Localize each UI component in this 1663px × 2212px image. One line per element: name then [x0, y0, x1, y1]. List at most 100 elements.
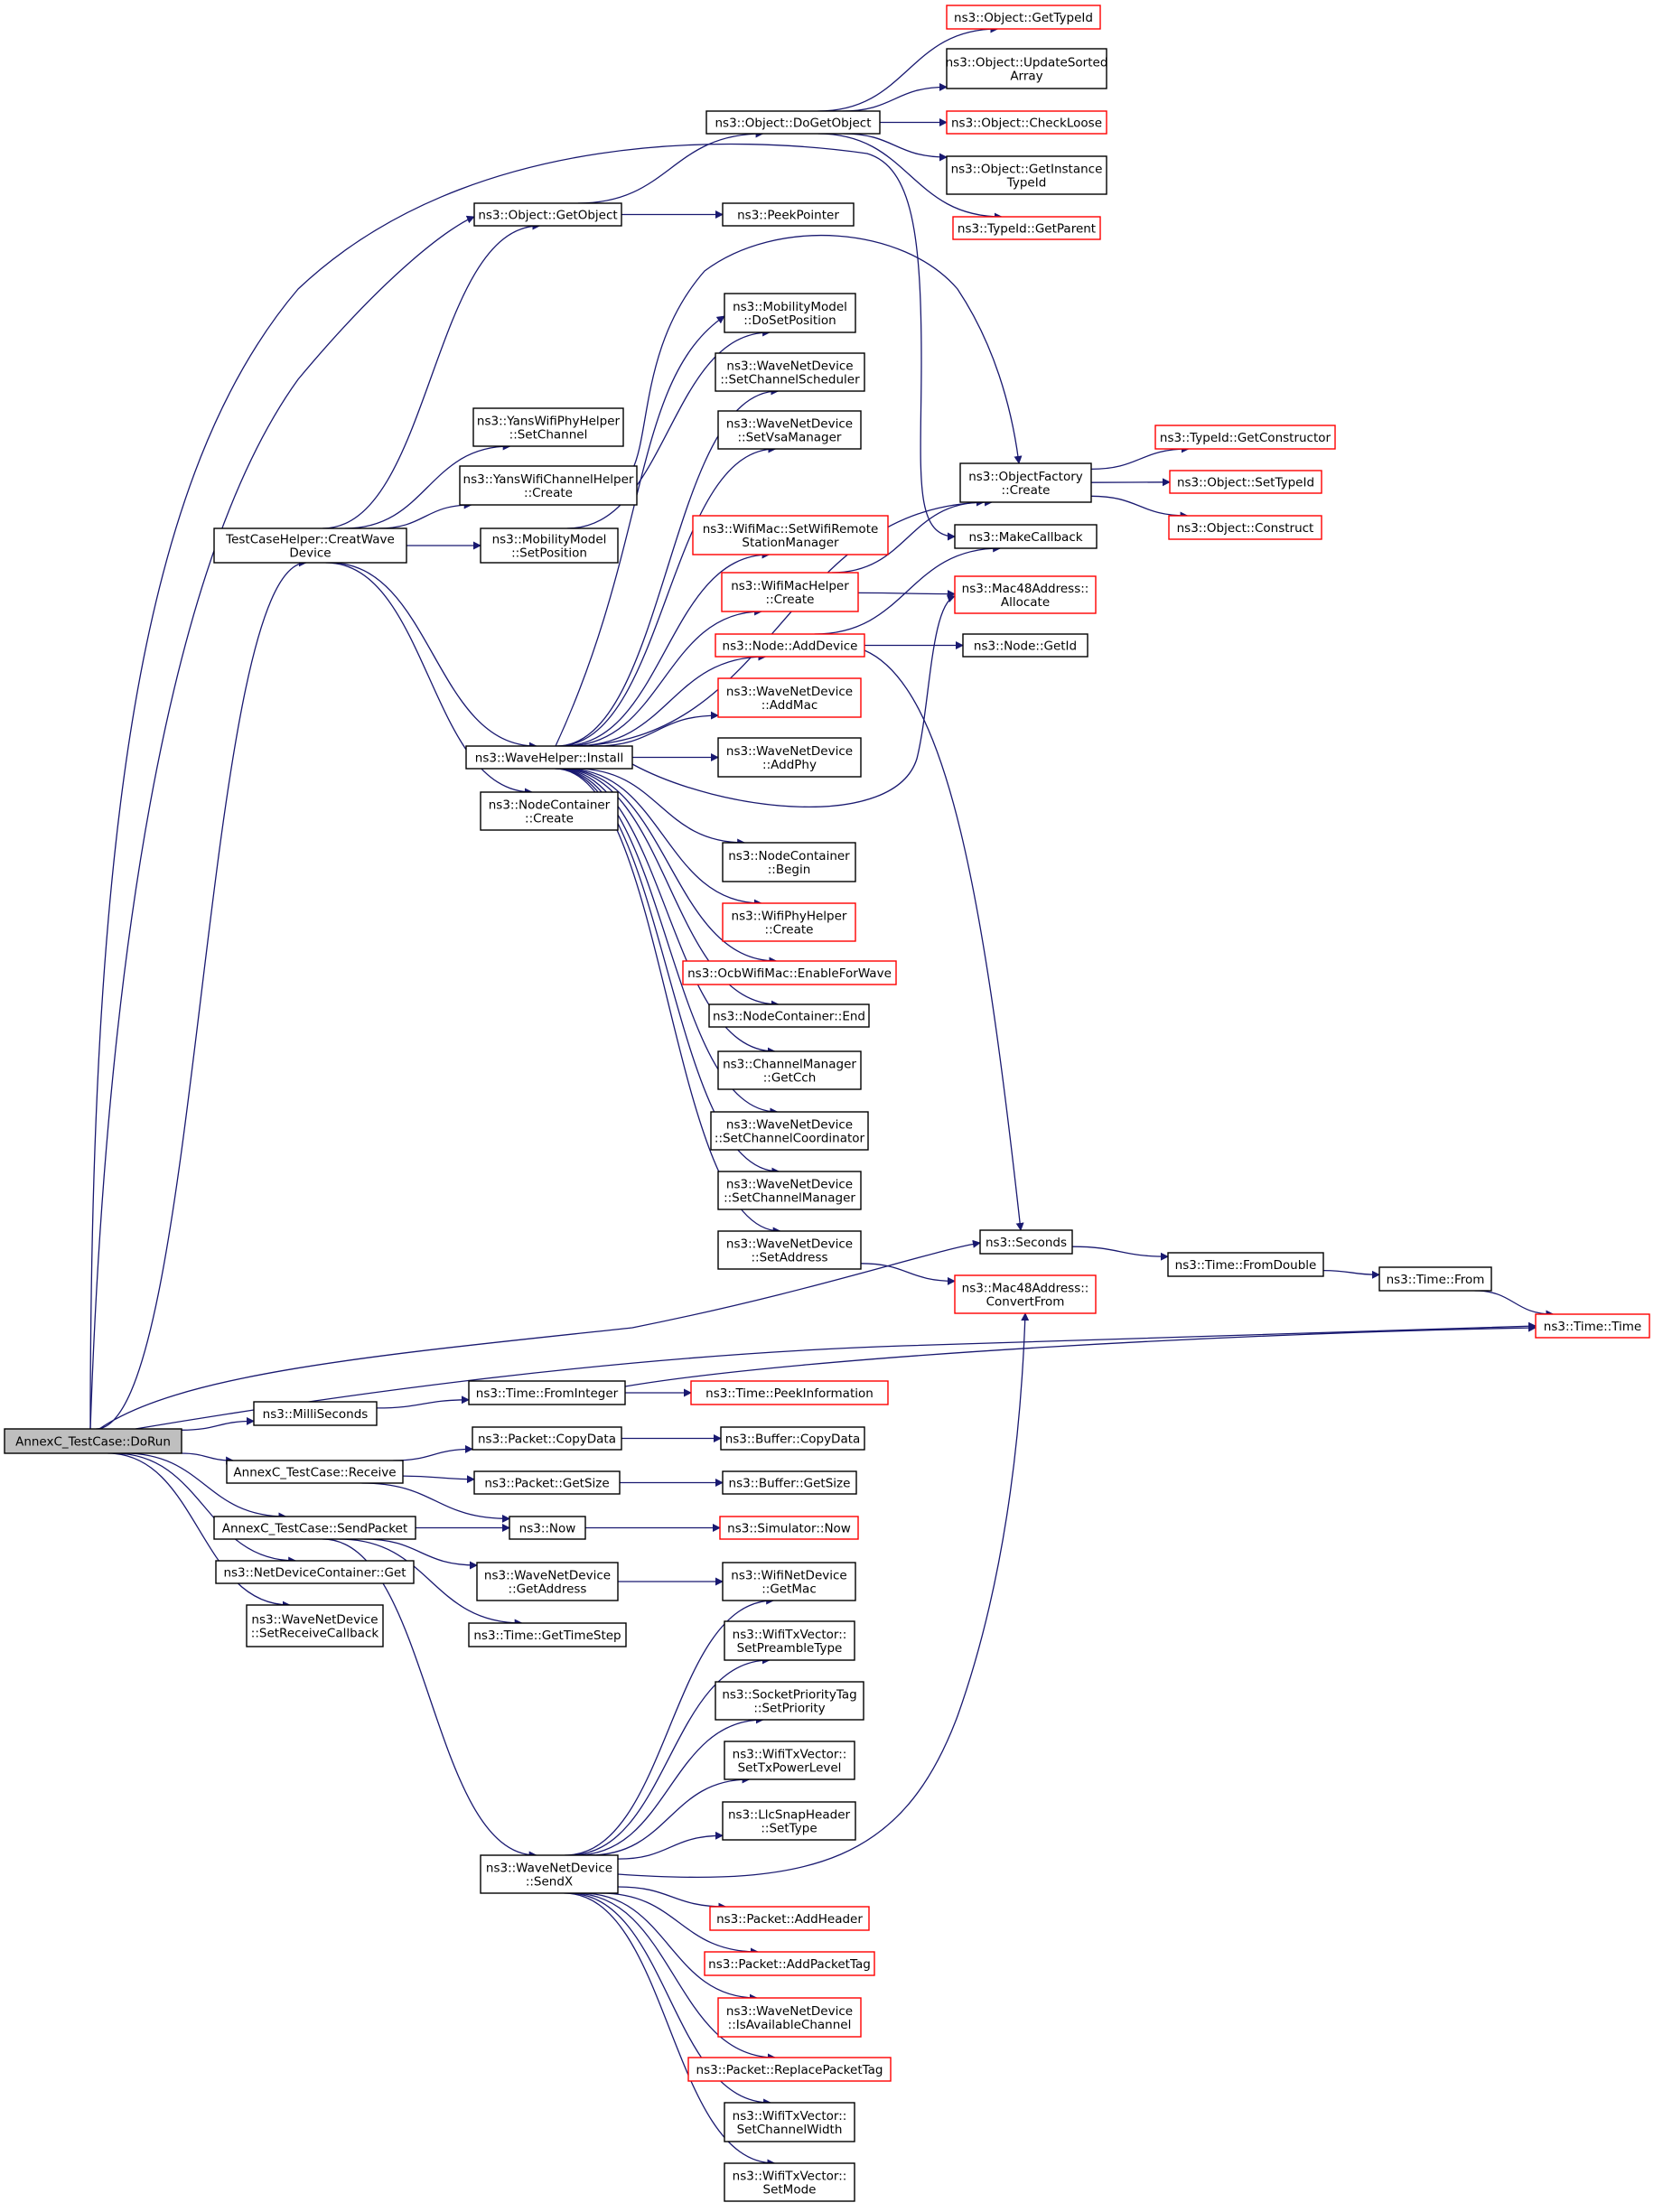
node-now[interactable]: ns3::Now — [509, 1516, 586, 1540]
node-set-receive-callback[interactable]: ns3::WaveNetDevice::SetReceiveCallback — [246, 1604, 384, 1647]
node-object-construct[interactable]: ns3::Object::Construct — [1168, 515, 1322, 540]
node-set-channel-scheduler[interactable]: ns3::WaveNetDevice::SetChannelScheduler — [715, 352, 865, 392]
node-label-line: ns3::Object::GetTypeId — [954, 11, 1093, 25]
node-packet-copy-data[interactable]: ns3::Packet::CopyData — [472, 1426, 622, 1451]
node-buffer-copy-data[interactable]: ns3::Buffer::CopyData — [720, 1426, 865, 1451]
node-wifi-mac-helper-create[interactable]: ns3::WifiMacHelper::Create — [721, 572, 859, 612]
node-do-run[interactable]: AnnexC_TestCase::DoRun — [4, 1428, 182, 1454]
node-label-line: SetChannelWidth — [737, 2123, 843, 2137]
node-box — [717, 677, 862, 718]
node-set-mode[interactable]: ns3::WifiTxVector::SetMode — [724, 2162, 855, 2202]
node-net-device-container-get[interactable]: ns3::NetDeviceContainer::Get — [215, 1560, 415, 1584]
node-box — [959, 462, 1092, 503]
node-add-phy[interactable]: ns3::WaveNetDevice::AddPhy — [717, 737, 862, 778]
node-get-object[interactable]: ns3::Object::GetObject — [473, 202, 622, 227]
node-receive[interactable]: AnnexC_TestCase::Receive — [226, 1460, 404, 1484]
node-node-container-end[interactable]: ns3::NodeContainer::End — [708, 1003, 870, 1028]
node-node-container-create[interactable]: ns3::NodeContainer::Create — [480, 791, 619, 831]
node-box — [722, 842, 856, 882]
node-object-factory-create[interactable]: ns3::ObjectFactory::Create — [959, 462, 1092, 503]
node-peek-information[interactable]: ns3::Time::PeekInformation — [690, 1380, 889, 1405]
node-set-type-id[interactable]: ns3::Object::SetTypeId — [1169, 470, 1322, 494]
node-box — [1535, 1313, 1650, 1339]
node-time-time[interactable]: ns3::Time::Time — [1535, 1313, 1650, 1339]
node-type-id-get-parent[interactable]: ns3::TypeId::GetParent — [952, 216, 1101, 240]
call-edge-objectFactoryCreate-to-objectConstruct — [1090, 495, 1189, 520]
call-edge-receive-to-packetGetSize — [402, 1475, 475, 1484]
node-wifi-get-mac[interactable]: ns3::WifiNetDevice::GetMac — [722, 1562, 856, 1601]
node-add-mac[interactable]: ns3::WaveNetDevice::AddMac — [717, 677, 862, 718]
node-enable-for-wave[interactable]: ns3::OcbWifiMac::EnableForWave — [682, 960, 897, 985]
node-milli-seconds[interactable]: ns3::MilliSeconds — [253, 1401, 378, 1426]
node-make-callback[interactable]: ns3::MakeCallback — [954, 524, 1098, 549]
node-wifi-phy-helper-create[interactable]: ns3::WifiPhyHelper::Create — [722, 902, 856, 942]
node-label-line: ns3::MakeCallback — [968, 530, 1082, 545]
node-box — [962, 633, 1088, 658]
node-set-wifi-remote[interactable]: ns3::WifiMac::SetWifiRemoteStationManage… — [692, 515, 889, 555]
node-get-type-id[interactable]: ns3::Object::GetTypeId — [946, 5, 1101, 30]
node-label-line: AnnexC_TestCase::Receive — [233, 1466, 396, 1480]
node-set-priority[interactable]: ns3::SocketPriorityTag::SetPriority — [715, 1681, 864, 1721]
node-simulator-now[interactable]: ns3::Simulator::Now — [719, 1516, 859, 1540]
node-mobility-do-set-position[interactable]: ns3::MobilityModel::DoSetPosition — [724, 293, 856, 333]
node-node-add-device[interactable]: ns3::Node::AddDevice — [715, 633, 865, 658]
node-convert-from[interactable]: ns3::Mac48Address::ConvertFrom — [954, 1274, 1097, 1314]
node-do-get-object[interactable]: ns3::Object::DoGetObject — [705, 110, 881, 135]
node-node-container-begin[interactable]: ns3::NodeContainer::Begin — [722, 842, 856, 882]
node-replace-packet-tag[interactable]: ns3::Packet::ReplacePacketTag — [687, 2057, 892, 2082]
node-packet-get-size[interactable]: ns3::Packet::GetSize — [473, 1470, 621, 1495]
node-llc-set-type[interactable]: ns3::LlcSnapHeader::SetType — [722, 1801, 856, 1841]
node-is-available-channel[interactable]: ns3::WaveNetDevice::IsAvailableChannel — [717, 1997, 862, 2038]
node-send-packet[interactable]: AnnexC_TestCase::SendPacket — [213, 1516, 416, 1540]
node-yans-channel-create[interactable]: ns3::YansWifiChannelHelper::Create — [459, 465, 638, 506]
node-set-channel-coordinator[interactable]: ns3::WaveNetDevice::SetChannelCoordinato… — [710, 1111, 869, 1151]
node-label-line: ns3::PeekPointer — [737, 209, 839, 223]
node-peek-pointer[interactable]: ns3::PeekPointer — [722, 202, 855, 227]
call-edge-doRun-to-getObject — [89, 215, 475, 1430]
call-edge-sendX-to-isAvailableChannel — [581, 1892, 758, 2002]
node-get-constructor[interactable]: ns3::TypeId::GetConstructor — [1154, 425, 1336, 450]
node-from-double[interactable]: ns3::Time::FromDouble — [1167, 1252, 1324, 1277]
node-label-line: ::GetAddress — [509, 1582, 587, 1597]
node-set-preamble-type[interactable]: ns3::WifiTxVector::SetPreambleType — [724, 1620, 855, 1661]
node-mac48-allocate[interactable]: ns3::Mac48Address::Allocate — [954, 575, 1097, 614]
node-set-channel-width[interactable]: ns3::WifiTxVector::SetChannelWidth — [724, 2102, 855, 2142]
node-buffer-get-size[interactable]: ns3::Buffer::GetSize — [722, 1470, 857, 1495]
node-get-time-step[interactable]: ns3::Time::GetTimeStep — [468, 1622, 627, 1647]
node-add-packet-tag[interactable]: ns3::Packet::AddPacketTag — [704, 1951, 875, 1976]
node-time-from[interactable]: ns3::Time::From — [1378, 1266, 1492, 1292]
call-edge-doRun-to-timeTime — [135, 1321, 1537, 1430]
node-set-vsa-manager[interactable]: ns3::WaveNetDevice::SetVsaManager — [717, 410, 862, 450]
node-node-get-id[interactable]: ns3::Node::GetId — [962, 633, 1088, 658]
node-send-x[interactable]: ns3::WaveNetDevice::SendX — [480, 1854, 619, 1894]
call-edge-sendX-to-convertFrom — [617, 1312, 1030, 1879]
node-box — [509, 1516, 586, 1540]
node-yans-phy-set-channel[interactable]: ns3::YansWifiPhyHelper::SetChannel — [472, 407, 624, 447]
node-box — [721, 572, 859, 612]
node-label-line: ns3::Mac48Address:: — [962, 1282, 1089, 1296]
call-edge-waveInstall-to-getCch — [557, 768, 776, 1056]
node-seconds[interactable]: ns3::Seconds — [979, 1229, 1073, 1255]
node-add-header[interactable]: ns3::Packet::AddHeader — [709, 1906, 870, 1931]
node-label-line: AnnexC_TestCase::SendPacket — [222, 1522, 407, 1536]
node-from-integer[interactable]: ns3::Time::FromInteger — [468, 1380, 626, 1405]
node-set-channel-manager[interactable]: ns3::WaveNetDevice::SetChannelManager — [717, 1171, 862, 1210]
node-label-line: ::Create — [765, 923, 814, 938]
call-edge-waveInstall-to-setVsaManager — [557, 444, 777, 747]
node-label-line: ns3::Node::AddDevice — [723, 639, 858, 654]
node-set-address[interactable]: ns3::WaveNetDevice::SetAddress — [717, 1230, 862, 1270]
node-box — [722, 1562, 856, 1601]
node-label-line: ::Create — [766, 593, 815, 607]
node-set-tx-power-level[interactable]: ns3::WifiTxVector::SetTxPowerLevel — [724, 1741, 855, 1780]
node-box — [724, 2162, 855, 2202]
node-mobility-set-position[interactable]: ns3::MobilityModel::SetPosition — [480, 527, 619, 564]
node-box — [946, 48, 1107, 89]
node-get-cch[interactable]: ns3::ChannelManager::GetCch — [717, 1050, 862, 1090]
node-box — [717, 737, 862, 778]
node-wave-install[interactable]: ns3::WaveHelper::Install — [465, 745, 633, 770]
node-check-loose[interactable]: ns3::Object::CheckLoose — [946, 110, 1107, 135]
node-get-address[interactable]: ns3::WaveNetDevice::GetAddress — [476, 1562, 619, 1601]
